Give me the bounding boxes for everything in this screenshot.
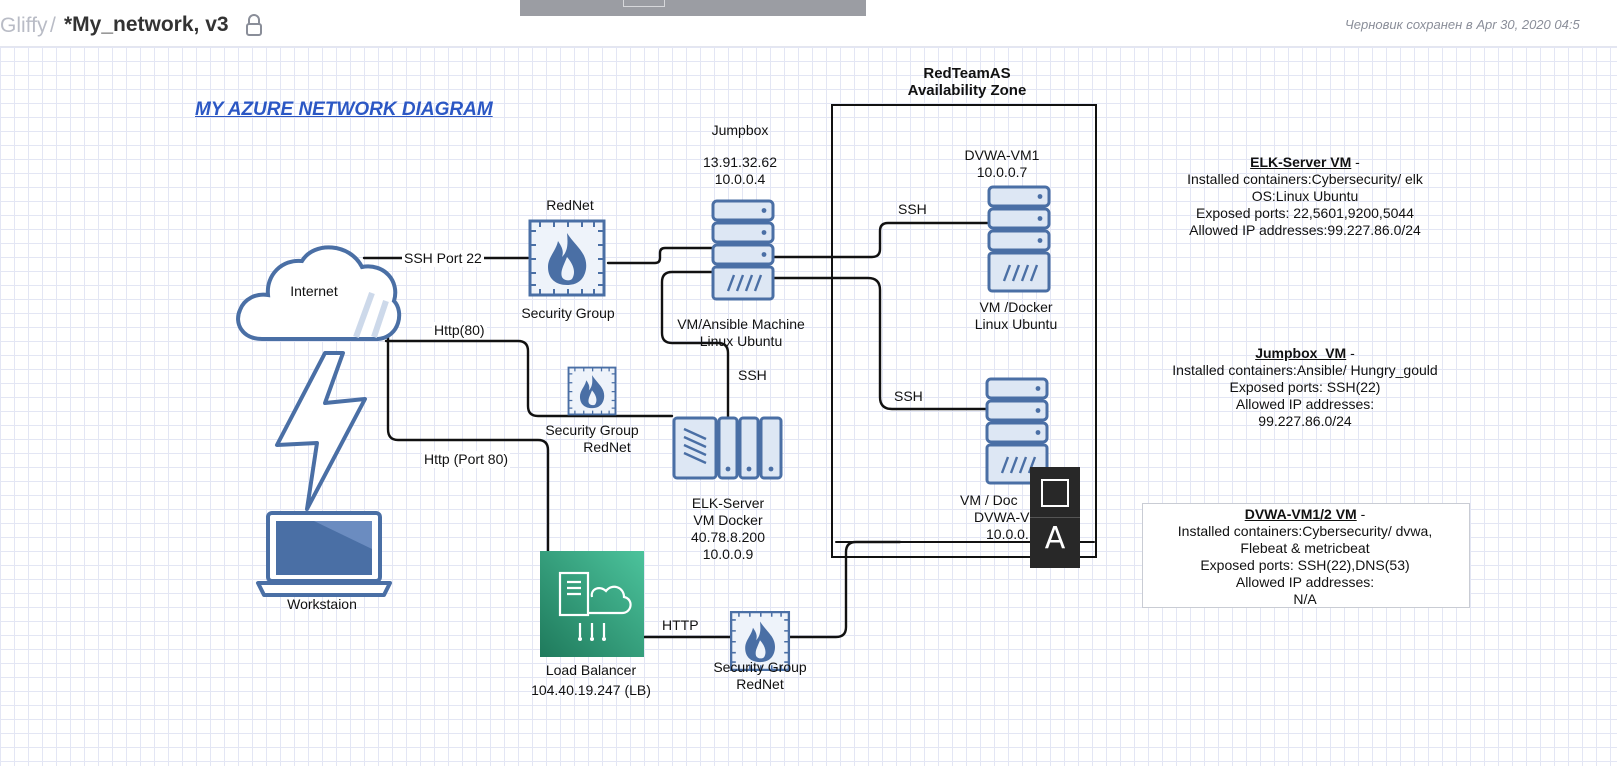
jumpbox-desc-label: VM/Ansible Machine Linux Ubuntu <box>677 316 805 349</box>
flame-shield-icon[interactable] <box>566 365 618 417</box>
availability-zone-label[interactable]: RedTeamAS Availability Zone <box>907 65 1027 99</box>
server-rack-icon[interactable] <box>672 415 786 481</box>
wire-rednet-jumpbox <box>606 246 714 265</box>
info-elk-server[interactable]: ELK-Server VM - Installed containers:Cyb… <box>1187 154 1423 238</box>
toolbar-button[interactable] <box>623 0 665 7</box>
wire-jumpbox-dvwa2 <box>770 276 992 411</box>
connection-label-http80: Http(80) <box>432 322 487 339</box>
breadcrumb-separator: / <box>50 14 56 37</box>
lock-icon[interactable] <box>245 13 263 37</box>
connection-label-ssh-port22: SSH Port 22 <box>402 250 484 267</box>
info-jumpbox[interactable]: Jumpbox VM - Installed containers:Ansibl… <box>1172 345 1438 429</box>
document-title[interactable]: *My_network, v3 <box>64 13 229 36</box>
security-group-3-label: Security Group RedNet <box>713 659 807 692</box>
info-dvwa-box[interactable] <box>1142 503 1470 608</box>
floating-toolbar: A <box>1030 467 1080 568</box>
wire-http-port80 <box>386 333 550 557</box>
info-dvwa: DVWA-VM1/2 VM - Installed containers:Cyb… <box>1177 506 1433 607</box>
workstation-label: Workstaion <box>287 596 357 612</box>
diagram-canvas[interactable]: MY AZURE NETWORK DIAGRAM RedTeamAS Avail… <box>0 47 1617 766</box>
laptop-icon[interactable] <box>254 509 394 599</box>
toolbar-divider <box>1030 517 1080 518</box>
rectangle-tool-icon[interactable] <box>1041 479 1069 507</box>
elk-server-label: ELK-Server VM Docker 40.78.8.200 10.0.0.… <box>691 495 765 562</box>
server-icon[interactable] <box>710 199 776 301</box>
wire-jumpbox-dvwa1 <box>770 221 989 259</box>
rednet-label: RedNet <box>546 197 594 213</box>
wire-http80 <box>384 339 674 418</box>
save-status: Черновик сохранен в Apr 30, 2020 04:5 <box>1345 17 1580 32</box>
availability-zone-border <box>831 104 1097 558</box>
connection-label-http-port80: Http (Port 80) <box>422 451 511 468</box>
diagram-title[interactable]: MY AZURE NETWORK DIAGRAM <box>195 99 493 120</box>
server-icon[interactable] <box>986 185 1052 295</box>
connection-label-ssh-elk: SSH <box>738 367 767 383</box>
jumpbox-ip-label: 13.91.32.62 10.0.0.4 <box>703 154 777 187</box>
rednet-security-group-label: Security Group <box>521 305 615 321</box>
connector-lines <box>362 104 1097 639</box>
server-icon[interactable] <box>984 377 1050 487</box>
flame-shield-icon[interactable] <box>728 609 792 673</box>
connection-label-ssh-dvwa1: SSH <box>898 201 927 217</box>
app-header: Gliffy / *My_network, v3 Черновик сохран… <box>0 0 1617 47</box>
top-toolbar-strip[interactable] <box>520 0 866 16</box>
dvwa1-desc-label: VM /Docker Linux Ubuntu <box>974 299 1058 332</box>
dvwa1-name-label: DVWA-VM1 10.0.0.7 <box>964 147 1040 180</box>
text-tool-button[interactable]: A <box>1044 521 1066 556</box>
dvwa2-desc-label: VM / Doc DVWA-V 10.0.0. <box>960 492 1030 542</box>
internet-label: Internet <box>290 283 338 299</box>
connection-label-http-lb: HTTP <box>662 617 699 633</box>
cloud-icon[interactable] <box>228 237 404 347</box>
app-name-link[interactable]: Gliffy <box>0 14 48 37</box>
wire-jumpbox-elk <box>660 270 730 421</box>
load-balancer-label: Load Balancer 104.40.19.247 (LB) <box>531 662 651 698</box>
jumpbox-label: Jumpbox <box>711 122 769 138</box>
security-group-2-label: Security Group RedNet <box>545 422 639 455</box>
flame-shield-icon[interactable] <box>526 217 608 299</box>
connection-label-ssh-dvwa2: SSH <box>894 388 923 404</box>
lightning-icon <box>275 351 367 511</box>
load-balancer-icon[interactable] <box>540 551 644 657</box>
